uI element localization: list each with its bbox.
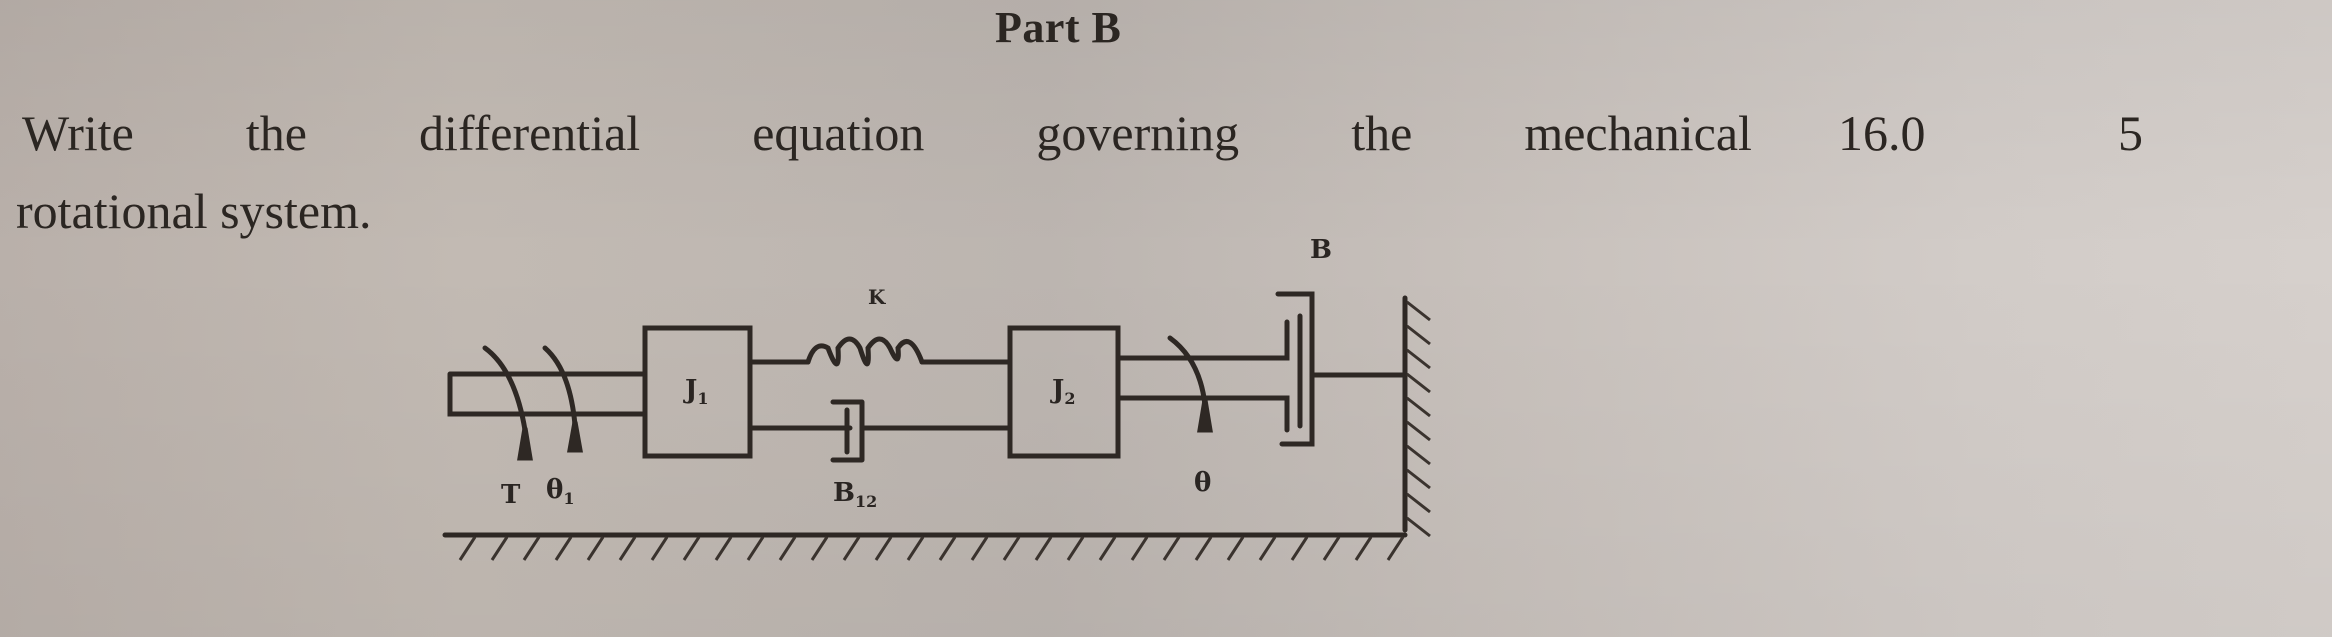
course-outcome: 16.0 <box>1838 105 1926 161</box>
question-line-2: rotational system. <box>16 183 372 239</box>
torque-arrow <box>482 345 528 433</box>
theta1-symbol: θ <box>546 475 564 505</box>
torque-label: T <box>501 480 521 510</box>
theta1-arrow <box>542 345 578 428</box>
word: the <box>245 105 307 161</box>
question-line-1: Write the differential equation governin… <box>22 104 1752 162</box>
b12-symbol: B <box>833 478 855 508</box>
inertia-j1-block <box>642 325 753 459</box>
inertia-j2-block <box>1007 325 1121 459</box>
b12-subscript: 12 <box>854 492 878 512</box>
torque-arrowhead <box>517 427 533 461</box>
rotational-system-diagram: T θ1 J1 K B12 J2 θ B <box>430 230 1500 630</box>
j2-label: J2 <box>1052 375 1075 408</box>
theta-arrow <box>1167 335 1208 408</box>
theta1-arrowhead <box>567 421 583 453</box>
input-shaft <box>447 371 648 417</box>
j2-subscript: 2 <box>1064 389 1076 409</box>
section-title: Part B <box>995 3 1122 52</box>
theta1-subscript: 1 <box>563 489 575 509</box>
damper-b12 <box>830 399 865 463</box>
word: Write <box>22 105 134 161</box>
theta-label: θ <box>1194 468 1212 498</box>
spring-k-label: K <box>868 285 886 309</box>
j1-label: J1 <box>685 375 708 408</box>
output-shaft <box>1115 319 1290 433</box>
word: governing <box>1036 105 1240 161</box>
spring-coil <box>805 336 925 367</box>
word: the <box>1351 105 1413 161</box>
hatching <box>458 300 1431 561</box>
diagram-drawing <box>442 291 1431 561</box>
theta-arrowhead <box>1197 399 1213 433</box>
damper-b-housing <box>1275 291 1315 447</box>
word: differential <box>418 105 641 161</box>
b12-label: B12 <box>833 478 877 511</box>
j1-subscript: 1 <box>697 389 709 409</box>
marks: 5 <box>2118 105 2143 161</box>
j2-symbol: J <box>1052 375 1065 405</box>
damper-b-label: B <box>1310 235 1332 265</box>
word: mechanical <box>1524 105 1752 161</box>
theta1-label: θ1 <box>546 475 574 508</box>
word: equation <box>752 105 925 161</box>
j1-symbol: J <box>685 375 698 405</box>
